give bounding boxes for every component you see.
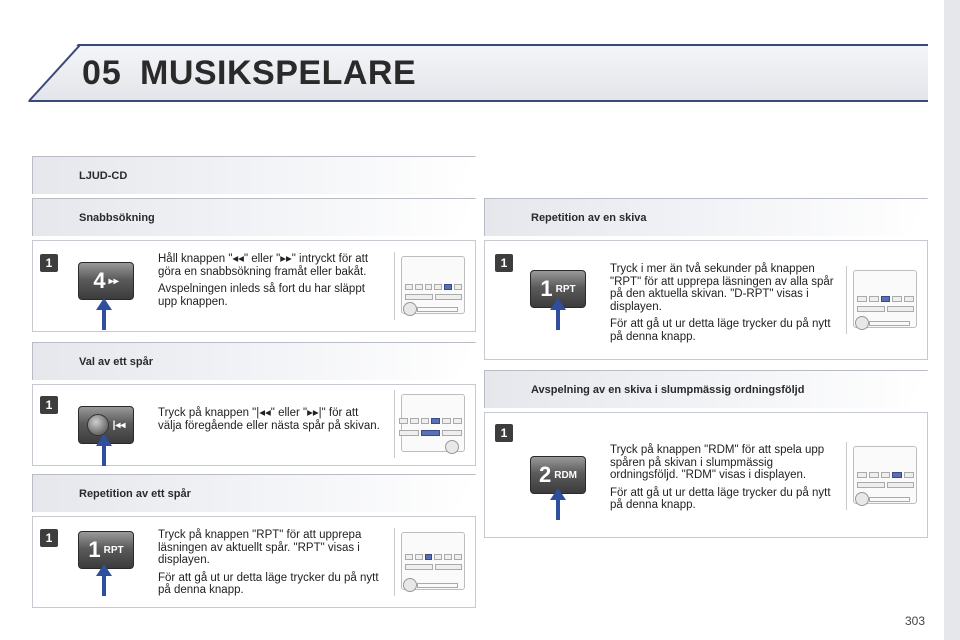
button-number: 2: [538, 462, 552, 487]
knob-icon: [86, 414, 109, 436]
instruction-text: Tryck på knappen "RDM" för att spela upp…: [610, 444, 838, 517]
section-title-repetition-av-ett-spar: Repetition av ett spår: [79, 488, 191, 500]
section-bar-val-av-ett-spar: [32, 342, 476, 380]
button-label: RPT: [103, 544, 124, 556]
radio-panel-illustration: [394, 390, 465, 458]
chapter-number: 05: [82, 54, 122, 92]
chapter-title: MUSIKSPELARE: [140, 54, 417, 92]
page-number: 303: [905, 614, 926, 628]
section-bar-repetition-av-ett-spar: [32, 474, 476, 512]
step-badge: 1: [40, 396, 58, 414]
step-badge: 1: [40, 254, 58, 272]
instruction-paragraph-2: För att gå ut ur detta läge trycker du p…: [610, 486, 831, 512]
step-badge: 1: [40, 529, 58, 547]
section-bar-repetition-av-en-skiva: [484, 198, 928, 236]
section-title-slumpmassig: Avspelning av en skiva i slumpmässig ord…: [531, 384, 805, 396]
radio-panel-illustration: [394, 528, 465, 596]
radio-panel-illustration: [846, 442, 917, 510]
arrow-up-icon: [550, 298, 566, 330]
instruction-text: Tryck på knappen "|◂◂" eller "▸▸|" för a…: [158, 407, 380, 437]
arrow-up-icon: [96, 434, 112, 466]
step-badge: 1: [495, 254, 513, 272]
section-title-ljud-cd: LJUD-CD: [79, 170, 128, 182]
instruction-paragraph-1: Tryck på knappen "RDM" för att spela upp…: [610, 444, 825, 481]
instruction-paragraph-1: Tryck på knappen "|◂◂" eller "▸▸|" för a…: [158, 407, 380, 432]
instruction-text: Håll knappen "◂◂" eller "▸▸" intryckt fö…: [158, 253, 380, 313]
button-number: 4: [93, 268, 106, 293]
rpt-button-pictogram: 1 RPT: [530, 270, 586, 308]
button-label: RPT: [555, 283, 576, 295]
instruction-paragraph-2: För att gå ut ur detta läge trycker du p…: [610, 318, 831, 343]
arrow-up-icon: [96, 564, 112, 596]
radio-panel-illustration: [394, 252, 465, 320]
header-slant-line: [28, 44, 80, 102]
previous-track-icon: |◂◂: [112, 419, 126, 431]
radio-panel-illustration: [846, 266, 917, 334]
section-bar-snabbsokning: [32, 198, 476, 236]
arrow-up-icon: [96, 298, 112, 330]
section-title-val-av-ett-spar: Val av ett spår: [79, 356, 153, 368]
section-title-snabbsokning: Snabbsökning: [79, 212, 155, 224]
rdm-button-pictogram: 2 RDM: [530, 456, 586, 494]
instruction-paragraph-1: Tryck på knappen "RPT" för att upprepa l…: [158, 529, 362, 566]
step-badge: 1: [495, 424, 513, 442]
instruction-paragraph-2: Avspelningen inleds så fort du har släpp…: [158, 283, 365, 308]
instruction-text: Tryck i mer än två sekunder på knappen "…: [610, 263, 838, 348]
section-title-repetition-av-en-skiva: Repetition av en skiva: [531, 212, 647, 224]
instruction-text: Tryck på knappen "RPT" för att upprepa l…: [158, 529, 382, 602]
chapter-header-band: [28, 44, 928, 102]
button-number: 1: [540, 276, 553, 301]
fast-forward-icon: ▸▸: [108, 275, 119, 287]
instruction-paragraph-1: Håll knappen "◂◂" eller "▸▸" intryckt fö…: [158, 253, 369, 278]
section-bar-ljud-cd: [32, 156, 476, 194]
arrow-up-icon: [550, 488, 566, 520]
instruction-paragraph-1: Tryck i mer än två sekunder på knappen "…: [610, 263, 834, 313]
seek-button-pictogram: 4 ▸▸: [78, 262, 134, 300]
page-edge-strip: [944, 0, 960, 640]
button-label: RDM: [554, 469, 578, 481]
section-bar-slumpmassig: [484, 370, 928, 408]
rpt-button-pictogram: 1 RPT: [78, 531, 134, 569]
instruction-paragraph-2: För att gå ut ur detta läge trycker du p…: [158, 571, 379, 597]
button-number: 1: [88, 537, 101, 562]
